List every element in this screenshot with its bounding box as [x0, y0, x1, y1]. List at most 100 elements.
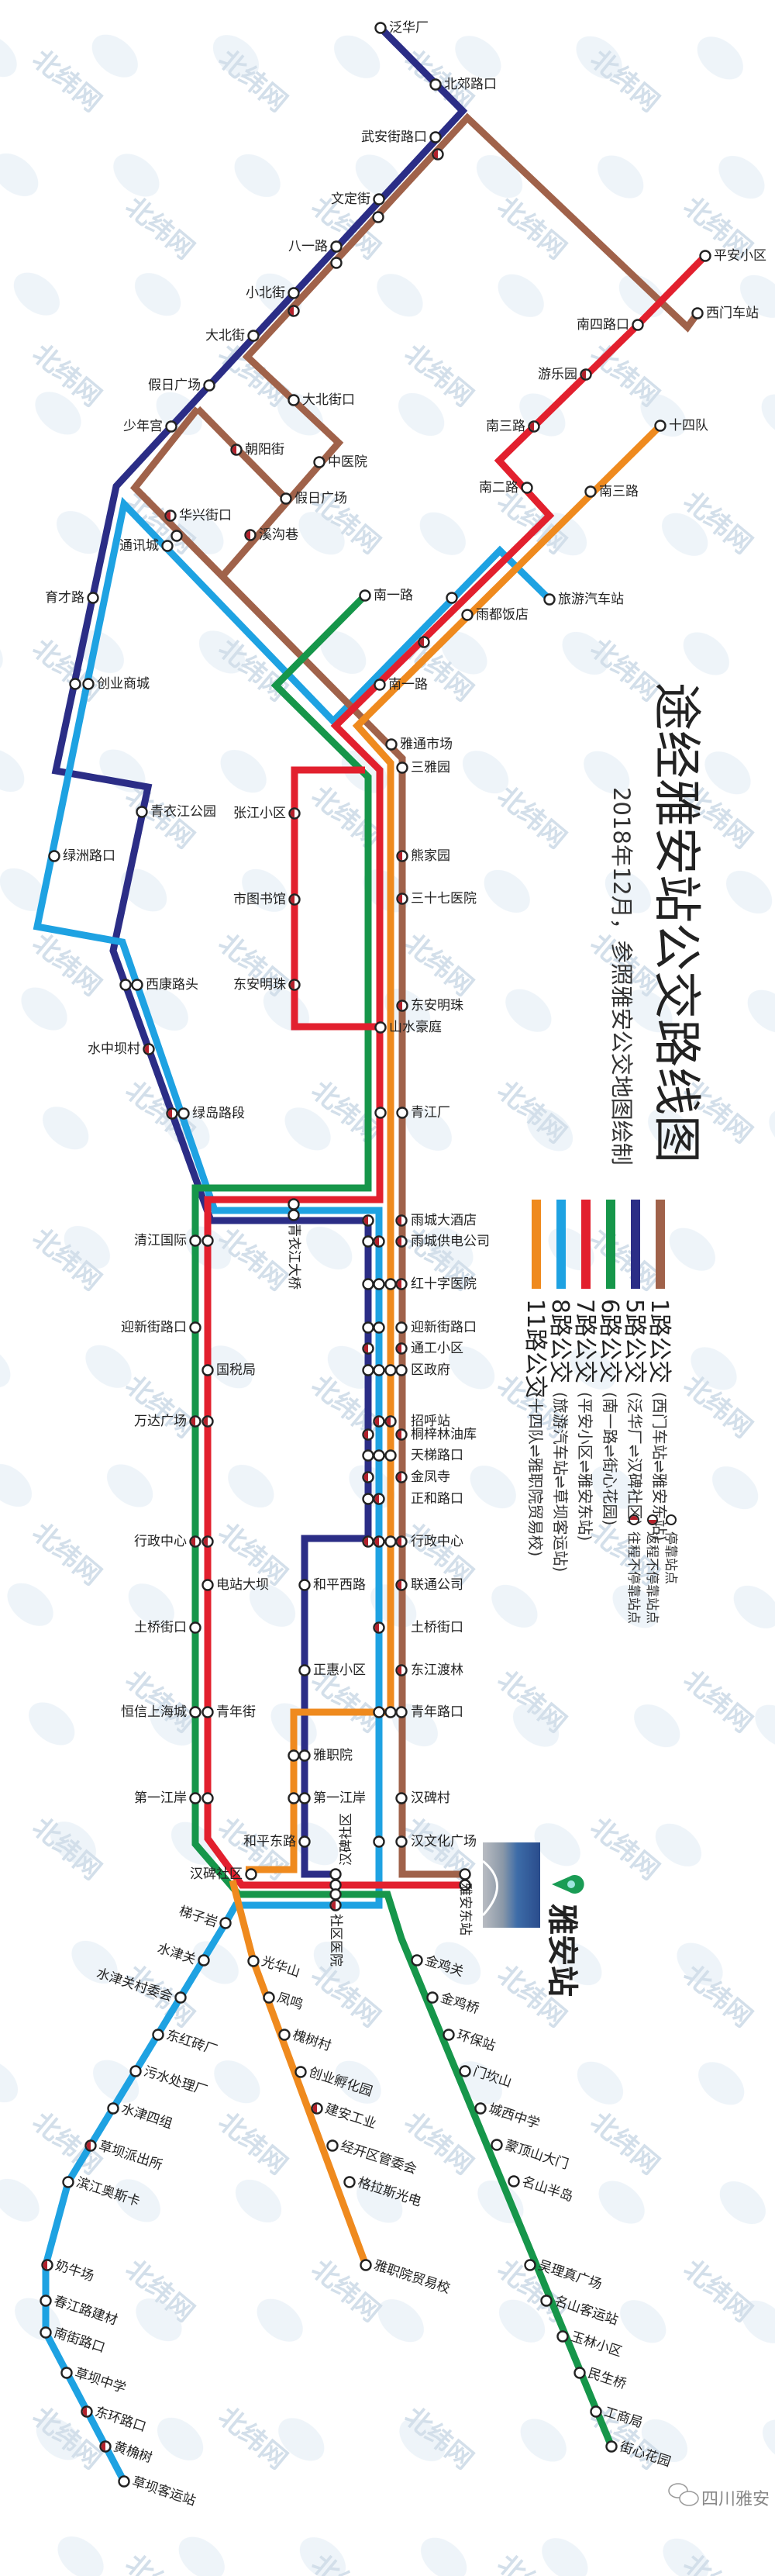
station-marker	[373, 1706, 385, 1718]
wechat-logo: 四川雅安	[668, 2483, 770, 2509]
station-label: 青衣江公园	[150, 804, 216, 820]
page-subtitle: 2018年12月，参照雅安公交地图绘制	[608, 787, 635, 1165]
station: 文定街	[331, 192, 385, 207]
station: 天梯路口	[384, 1448, 463, 1463]
logo-text: 四川雅安	[701, 2490, 770, 2509]
station-label: 雨都饭店	[476, 607, 529, 623]
station-label: 十四队	[669, 418, 708, 433]
station-label: 联通公司	[411, 1577, 463, 1593]
station-label: 南一路	[388, 677, 428, 692]
station-label: 正和路口	[411, 1491, 463, 1507]
station: 南三路	[584, 484, 639, 499]
legend-route-terminals: (南一路⇌街心花园)	[601, 1392, 619, 1525]
station-marker	[362, 1214, 374, 1227]
station: 和平西路	[298, 1577, 366, 1593]
station: 十四队	[654, 418, 708, 433]
station-label: 张江小区	[233, 806, 286, 821]
station-marker	[288, 1749, 300, 1762]
station: 游乐园	[538, 367, 592, 382]
marker-legend-label: 往程不停靠站点	[625, 1531, 641, 1624]
station-label: 西门车站	[706, 306, 759, 321]
station: 南三路	[486, 419, 540, 434]
station: 土桥街口	[134, 1620, 202, 1635]
station-label: 雨城大酒店	[411, 1213, 477, 1228]
legend-route-terminals: (泛华厂⇌汉碑社区)	[625, 1392, 644, 1525]
station-marker	[384, 1364, 397, 1376]
station: 青年街	[202, 1704, 256, 1720]
legend-item: 7路公交(平安小区⇌雅安东站)	[571, 1200, 598, 1541]
station-label: 行政中心	[411, 1534, 463, 1549]
station-label: 熊家园	[411, 848, 450, 864]
station: 金凤寺	[395, 1469, 450, 1485]
station: 正惠小区	[298, 1663, 366, 1678]
station-marker	[384, 1278, 397, 1290]
station-label: 金凤寺	[411, 1469, 450, 1485]
station-marker	[384, 1706, 397, 1718]
station-label: 桐梓林油库	[411, 1427, 477, 1442]
station: 土桥街口	[373, 1620, 463, 1635]
route-line-8	[33, 496, 553, 2484]
station: 青年路口	[395, 1704, 463, 1720]
station-label: 和平东路	[243, 1834, 296, 1849]
station: 华兴街口	[164, 508, 232, 523]
station-marker	[432, 148, 444, 161]
station-marker	[329, 1888, 342, 1901]
station: 和平东路	[243, 1834, 311, 1849]
station-label: 红十字医院	[411, 1276, 477, 1292]
station-label: 雅安东站	[457, 1883, 473, 1935]
station-label: 万达广场	[134, 1414, 187, 1429]
station: 第一江岸	[134, 1790, 202, 1806]
station: 第一江岸	[298, 1790, 366, 1806]
station: 行政中心	[134, 1534, 202, 1549]
station-label: 汉文化广场	[411, 1834, 477, 1849]
station-label: 招呼站	[411, 1414, 450, 1429]
station-marker	[330, 257, 343, 269]
station-label: 八一路	[288, 239, 328, 254]
station-marker	[362, 1493, 374, 1505]
station: 雅职院	[298, 1748, 353, 1763]
station: 汉碑社区	[190, 1866, 257, 1882]
station-label: 山水豪庭	[389, 1019, 442, 1035]
station: 雨都饭店	[461, 607, 529, 623]
station-label: 游乐园	[538, 367, 577, 382]
station-marker	[446, 592, 458, 604]
route-line-1c	[195, 406, 289, 502]
station: 西门车站	[691, 306, 759, 321]
station: 绿岛路段	[177, 1106, 245, 1121]
station-marker	[373, 1278, 385, 1290]
legend-route-terminals: (十四队⇌雅职院贸易校)	[526, 1392, 545, 1556]
station: 张江小区	[233, 806, 301, 821]
station-marker	[202, 1234, 214, 1247]
station-label: 青年路口	[411, 1704, 463, 1720]
station-marker	[362, 1235, 374, 1248]
station: 南一路	[374, 677, 428, 692]
station: 联通公司	[395, 1577, 463, 1593]
marker-legend-item: 往程不停靠站点	[625, 1514, 641, 1624]
station-label: 南三路	[486, 419, 525, 434]
station-label: 大北街	[205, 328, 245, 344]
station: 招呼站	[384, 1414, 450, 1429]
station: 少年宫	[123, 419, 177, 434]
station-marker	[362, 1278, 374, 1290]
station-marker	[362, 1321, 374, 1334]
station-marker	[384, 1535, 397, 1548]
station-label: 朝阳街	[245, 442, 284, 458]
station: 雅安东站	[457, 1868, 473, 1935]
location-pin-icon	[552, 1875, 584, 1894]
station: 清江国际	[134, 1233, 202, 1248]
station-marker	[288, 305, 300, 317]
station-marker	[362, 1449, 374, 1462]
station-label: 华兴街口	[179, 508, 232, 523]
station: 恒信上海城	[121, 1704, 202, 1720]
legend-route-label: 8路公交	[546, 1299, 574, 1383]
station-label: 天梯路口	[411, 1448, 463, 1463]
legend-swatch	[581, 1200, 591, 1289]
station-label: 小北街	[246, 285, 285, 301]
station-label: 假日广场	[294, 491, 347, 506]
station-label: 土桥街口	[134, 1620, 187, 1635]
station: 朝阳街	[230, 442, 284, 458]
station-label: 迎新街路口	[121, 1320, 187, 1335]
station-label: 汉碑社区	[190, 1866, 243, 1882]
station-label: 中医院	[328, 454, 367, 470]
